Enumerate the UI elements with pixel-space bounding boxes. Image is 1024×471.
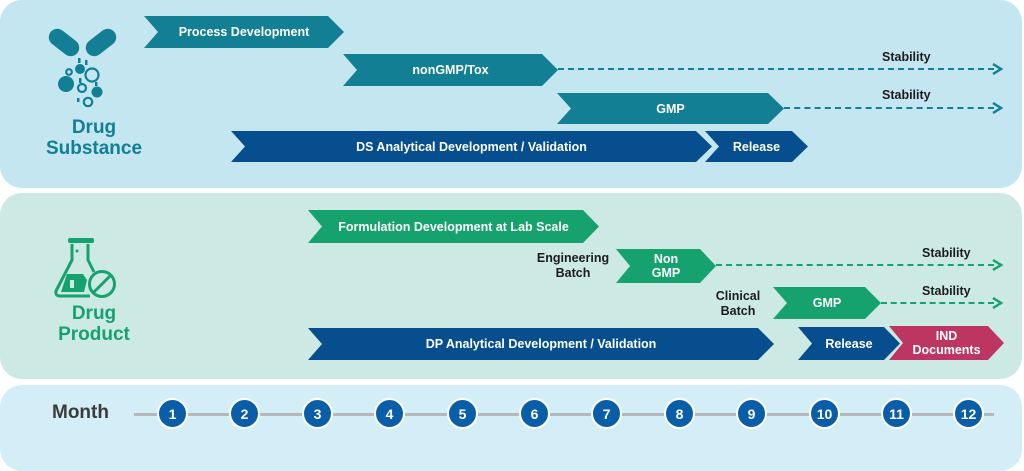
flask-pill-icon <box>50 236 120 302</box>
month-marker: 1 <box>157 398 188 429</box>
drug-product-title: Drug Product <box>30 303 158 345</box>
bar-label-text: GMP <box>813 296 841 310</box>
chevron-shape <box>616 249 716 283</box>
arrow-right-icon <box>992 62 1004 76</box>
bar-label: nonGMP/Tox <box>343 54 558 86</box>
bar-label: Release <box>705 131 808 162</box>
dp-stability-line-2 <box>881 302 994 304</box>
bar-label: DS Analytical Development / Validation <box>231 131 712 162</box>
month-marker: 10 <box>809 398 840 429</box>
bar-label-text: nonGMP/Tox <box>412 63 488 77</box>
label-line: Batch <box>720 304 756 318</box>
label-line: Clinical <box>715 289 761 303</box>
label-line: GMP <box>651 266 681 280</box>
dp-analytical-bar: DP Analytical Development / Validation <box>308 328 774 360</box>
bar-label: GMP <box>773 287 881 319</box>
bar-label: DP Analytical Development / Validation <box>308 328 774 360</box>
chevron-shape <box>308 328 774 360</box>
month-marker: 9 <box>736 398 767 429</box>
dp-stability-label-1: Stability <box>922 246 971 260</box>
bar-label-text: Process Development <box>179 25 310 39</box>
dp-stability-label-2: Stability <box>922 284 971 298</box>
label-line: Engineering <box>536 251 610 265</box>
label-line: Non <box>653 252 679 266</box>
label-line: nonGMP/Tox <box>412 63 489 77</box>
title-line: Drug <box>71 117 117 138</box>
ds-gmp-bar: GMP <box>557 93 784 124</box>
month-timeline-panel <box>0 385 1022 471</box>
chevron-shape <box>705 131 808 162</box>
month-marker: 3 <box>302 398 333 429</box>
month-marker: 4 <box>374 398 405 429</box>
month-marker: 6 <box>519 398 550 429</box>
ds-stability-label-2: Stability <box>882 88 931 102</box>
formulation-bar: Formulation Development at Lab Scale <box>308 210 599 243</box>
month-marker: 8 <box>664 398 695 429</box>
label-line: GMP <box>656 101 685 116</box>
ds-stability-line-1 <box>558 68 994 70</box>
clinical-batch-label: Clinical Batch <box>708 289 768 319</box>
title-line: Product <box>58 324 130 345</box>
arrow-right-icon <box>992 258 1004 272</box>
capsule-powder-icon <box>44 28 120 108</box>
month-marker: 11 <box>881 398 912 429</box>
chevron-shape <box>889 326 1004 360</box>
month-marker: 12 <box>953 398 984 429</box>
bar-label: Formulation Development at Lab Scale <box>308 210 599 243</box>
bar-label: Release <box>798 327 900 360</box>
chevron-shape <box>343 54 558 86</box>
label-line: DS Analytical Development / Validation <box>356 139 587 154</box>
chevron-shape <box>308 210 599 243</box>
label-line: Release <box>825 336 873 351</box>
month-marker: 2 <box>229 398 260 429</box>
month-label: Month <box>52 402 109 423</box>
label-line: Process Development <box>178 25 310 39</box>
bar-label-text: Release <box>733 140 780 154</box>
label-line: Release <box>732 139 781 154</box>
month-marker: 5 <box>447 398 478 429</box>
chevron-shape <box>773 287 881 319</box>
nongmp-tox-bar: nonGMP/Tox <box>343 54 558 86</box>
label-line: Formulation Development at Lab Scale <box>338 219 569 234</box>
label-line: Documents <box>912 343 981 357</box>
dp-stability-line-1 <box>716 264 994 266</box>
dp-release-bar: Release <box>798 327 900 360</box>
ds-release-bar: Release <box>705 131 808 162</box>
bar-label: Process Development <box>144 16 344 48</box>
bar-label-text: GMP <box>656 102 684 116</box>
chevron-shape <box>231 131 712 162</box>
label-line: DP Analytical Development / Validation <box>425 337 657 351</box>
ds-stability-line-2 <box>784 107 994 109</box>
label-line: Batch <box>555 266 591 280</box>
ds-stability-label-1: Stability <box>882 50 931 64</box>
process-development-bar: Process Development <box>144 16 344 48</box>
engineering-batch-label: Engineering Batch <box>533 251 613 281</box>
chevron-shape <box>557 93 784 124</box>
bar-label-text: DS Analytical Development / Validation <box>356 140 587 154</box>
chevron-shape <box>798 327 900 360</box>
label-line: IND <box>935 329 958 343</box>
label-line: GMP <box>812 296 842 310</box>
dp-gmp-bar: GMP <box>773 287 881 319</box>
bar-label-text: Release <box>825 337 872 351</box>
arrow-right-icon <box>992 101 1004 115</box>
drug-substance-title: Drug Substance <box>30 117 158 159</box>
timeline-line <box>134 413 994 416</box>
ds-analytical-bar: DS Analytical Development / Validation <box>231 131 712 162</box>
chevron-shape <box>144 16 344 48</box>
bar-label-text: DP Analytical Development / Validation <box>426 337 657 351</box>
title-line: Drug <box>71 303 117 324</box>
arrow-right-icon <box>992 296 1004 310</box>
bar-label: GMP <box>557 93 784 124</box>
title-line: Substance <box>45 138 143 159</box>
month-marker: 7 <box>591 398 622 429</box>
bar-label-text: Formulation Development at Lab Scale <box>338 220 569 234</box>
